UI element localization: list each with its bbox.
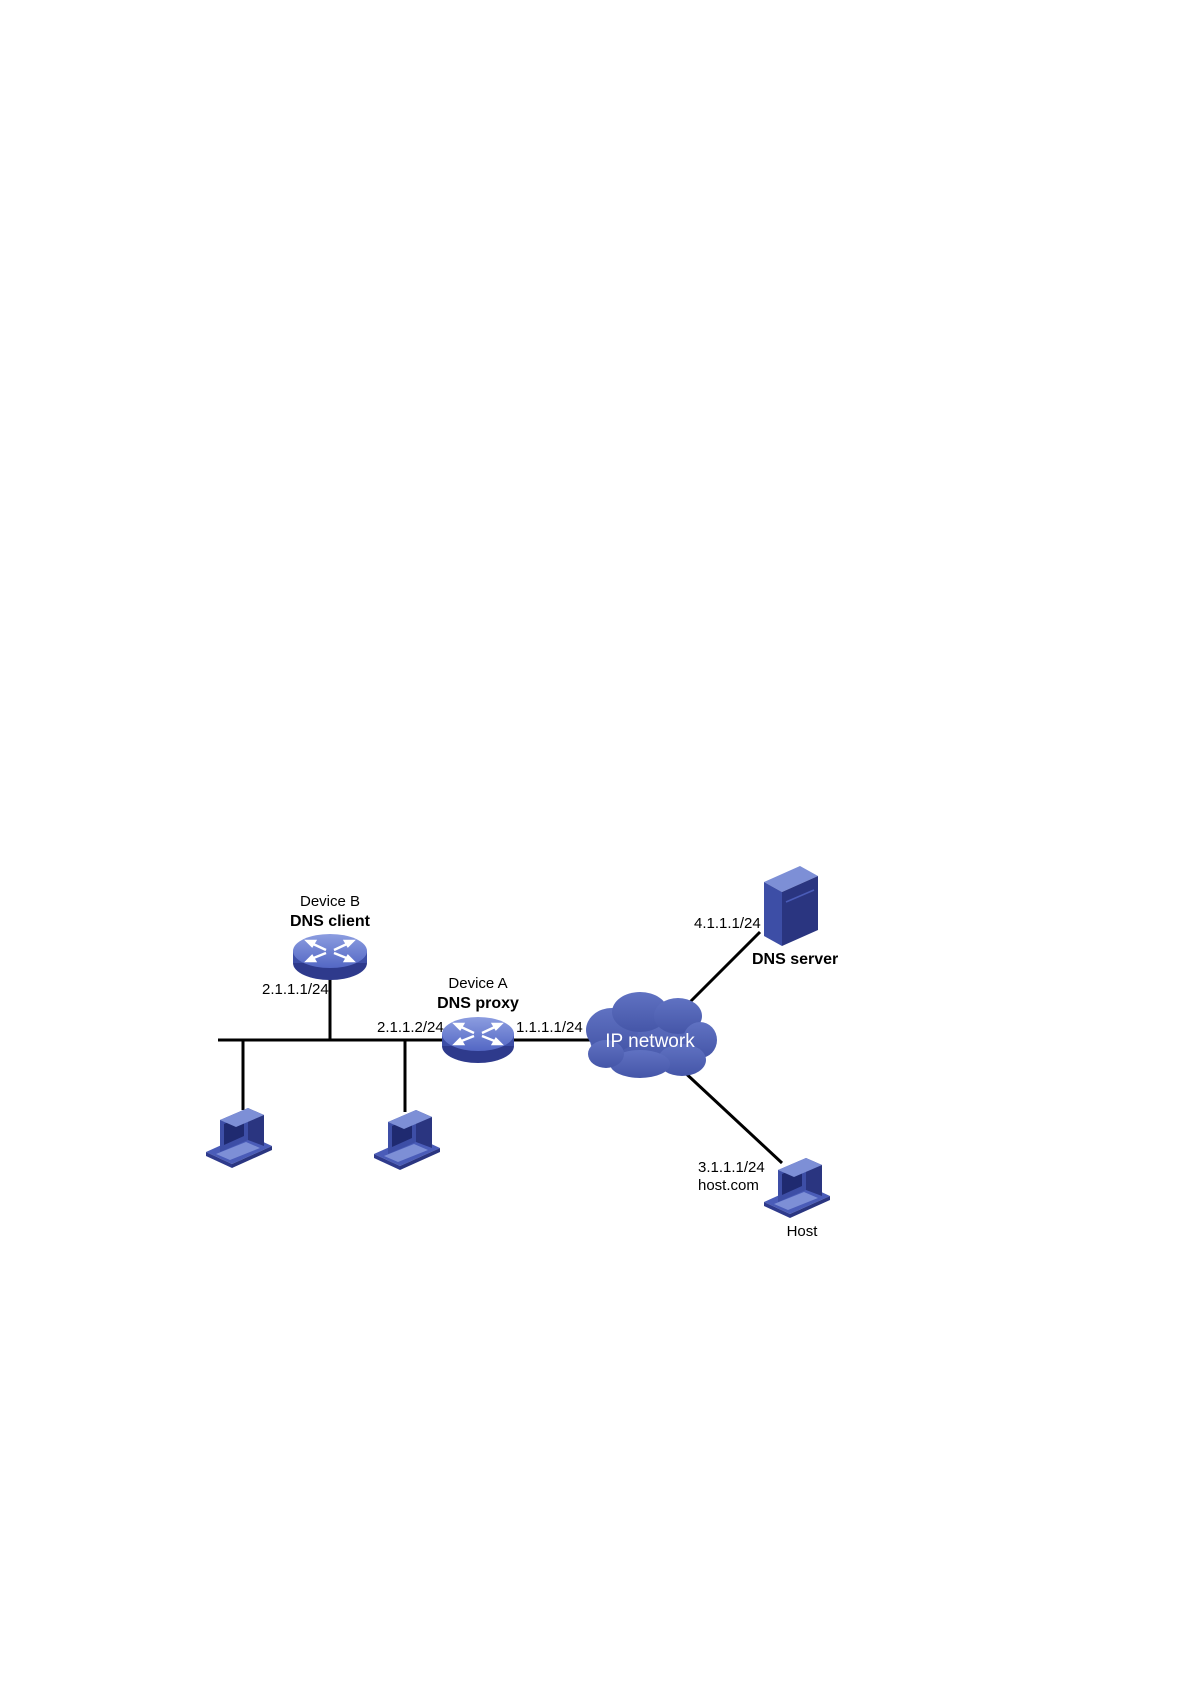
ip-network-cloud: IP network xyxy=(586,992,717,1078)
device-a-lan-interface-ip: 2.1.1.2/24 xyxy=(377,1019,444,1036)
desktop-computer-icon xyxy=(374,1110,440,1170)
host-interface-ip: 3.1.1.1/24 xyxy=(698,1159,765,1176)
dns-server-role: DNS server xyxy=(752,951,838,968)
ip-network-label: IP network xyxy=(605,1031,695,1052)
server-icon xyxy=(764,866,818,946)
host-computer xyxy=(764,1158,830,1218)
host-name: Host xyxy=(787,1223,819,1240)
device-a-name: Device A xyxy=(448,975,507,992)
device-b-interface-ip: 2.1.1.1/24 xyxy=(262,981,329,998)
pc-middle xyxy=(374,1110,440,1170)
dns-server xyxy=(764,866,818,946)
router-icon xyxy=(442,1017,514,1063)
desktop-computer-icon xyxy=(764,1158,830,1218)
device-b-name: Device B xyxy=(300,893,360,910)
device-b-router xyxy=(293,934,367,980)
pc-left xyxy=(206,1108,272,1168)
link-ip-network-dns-server xyxy=(680,932,760,1012)
router-icon xyxy=(293,934,367,980)
device-a-role: DNS proxy xyxy=(437,995,519,1012)
host-domain-name: host.com xyxy=(698,1177,759,1194)
device-b-role: DNS client xyxy=(290,913,371,930)
device-a-router xyxy=(442,1017,514,1063)
desktop-computer-icon xyxy=(206,1108,272,1168)
link-ip-network-host xyxy=(680,1068,782,1163)
device-a-wan-interface-ip: 1.1.1.1/24 xyxy=(516,1019,583,1036)
dns-server-interface-ip: 4.1.1.1/24 xyxy=(694,915,761,932)
